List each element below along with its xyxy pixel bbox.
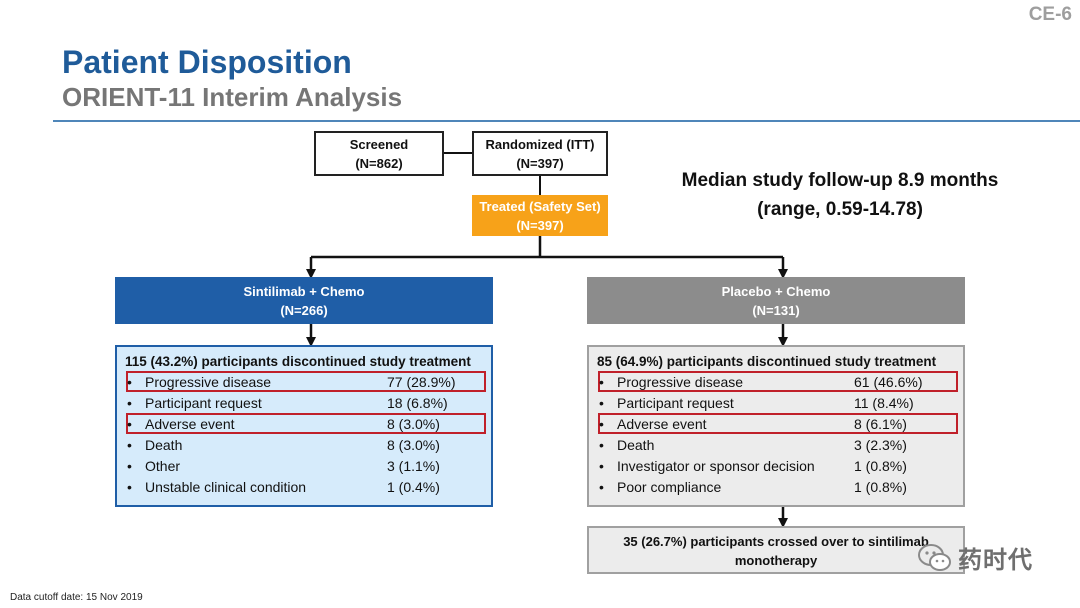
list-item: • Unstable clinical condition 1 (0.4%) [125,477,483,498]
screened-count: (N=862) [355,155,403,171]
reason-label: Unstable clinical condition [145,479,307,495]
reason-value: 3 (2.3%) [854,437,907,453]
reason-label: Progressive disease [145,374,272,390]
reason-value: 8 (3.0%) [387,416,440,432]
watermark-text: 药时代 [958,547,1033,574]
bullet-icon: • [127,479,132,495]
arm-right-label: Placebo + Chemo [721,283,831,299]
wechat-icon [918,543,951,571]
arm-left-highlight-adverse [126,413,486,434]
treated-count: (N=397) [516,217,564,233]
list-item: • Adverse event 8 (6.1%) [597,414,955,435]
treated-label: Treated (Safety Set) [479,198,601,214]
reason-label: Progressive disease [617,374,744,390]
slide-number: CE-6 [1028,4,1072,25]
reason-label: Other [145,458,181,474]
crossover-line2: monotherapy [734,553,818,568]
reason-value: 8 (3.0%) [387,437,440,453]
reason-label: Death [145,437,183,453]
arm-right-count: (N=131) [752,302,800,318]
crossover-line1: 35 (26.7%) participants crossed over to … [623,534,929,549]
list-item: • Death 3 (2.3%) [597,435,955,456]
page-title: Patient Disposition [62,44,352,80]
reason-value: 77 (28.9%) [387,374,456,390]
bullet-icon: • [599,437,604,453]
page-subtitle: ORIENT-11 Interim Analysis [62,82,403,112]
arm-left-count: (N=266) [280,302,328,318]
list-item: • Death 8 (3.0%) [125,435,483,456]
list-item: • Other 3 (1.1%) [125,456,483,477]
bullet-icon: • [599,458,604,474]
arm-left-discontinuation-box: 115 (43.2%) participants discontinued st… [115,345,493,507]
arm-left-discontinuation-header: 115 (43.2%) participants discontinued st… [125,354,471,369]
reason-value: 61 (46.6%) [854,374,923,390]
arm-right-highlight-progressive [598,371,958,392]
arm-right-discontinuation-box: 85 (64.9%) participants discontinued stu… [587,345,965,507]
list-item: • Adverse event 8 (3.0%) [125,414,483,435]
reason-value: 1 (0.4%) [387,479,440,495]
reason-value: 3 (1.1%) [387,458,440,474]
reason-label: Participant request [617,395,734,411]
reason-label: Adverse event [145,416,235,432]
arm-right-highlight-adverse [598,413,958,434]
watermark: 药时代 [918,540,1033,575]
reason-value: 18 (6.8%) [387,395,448,411]
bullet-icon: • [599,479,604,495]
crossover-box: 35 (26.7%) participants crossed over to … [587,526,965,574]
arm-right-box: Placebo + Chemo (N=131) [587,277,965,324]
randomized-count: (N=397) [516,155,564,171]
screened-box: Screened (N=862) [314,131,444,176]
bullet-icon: • [599,395,604,411]
arm-right-discontinuation-header: 85 (64.9%) participants discontinued stu… [597,354,937,369]
bullet-icon: • [127,374,132,390]
bullet-icon: • [127,395,132,411]
arm-left-label: Sintilimab + Chemo [243,283,365,299]
bullet-icon: • [599,416,604,432]
randomized-label: Randomized (ITT) [485,136,595,152]
reason-label: Poor compliance [617,479,722,495]
reason-value: 8 (6.1%) [854,416,907,432]
reason-label: Participant request [145,395,262,411]
randomized-box: Randomized (ITT) (N=397) [472,131,608,176]
arm-left-highlight-progressive [126,371,486,392]
bullet-icon: • [127,458,132,474]
list-item: • Progressive disease 61 (46.6%) [597,372,955,393]
list-item: • Participant request 11 (8.4%) [597,393,955,414]
list-item: • Investigator or sponsor decision 1 (0.… [597,456,955,477]
list-item: • Poor compliance 1 (0.8%) [597,477,955,498]
reason-value: 1 (0.8%) [854,479,907,495]
reason-label: Death [617,437,655,453]
title-divider [53,120,1080,122]
bullet-icon: • [599,374,604,390]
list-item: • Progressive disease 77 (28.9%) [125,372,483,393]
bullet-icon: • [127,437,132,453]
list-item: • Participant request 18 (6.8%) [125,393,483,414]
screened-label: Screened [349,136,409,152]
reason-value: 1 (0.8%) [854,458,907,474]
reason-value: 11 (8.4%) [854,395,914,411]
followup-line1: Median study follow-up 8.9 months [681,170,999,191]
followup-note: Median study follow-up 8.9 months (range… [640,166,1040,224]
reason-label: Investigator or sponsor decision [617,458,815,474]
data-cutoff-footnote: Data cutoff date: 15 Nov 2019 [10,592,143,603]
bullet-icon: • [127,416,132,432]
treated-box: Treated (Safety Set) (N=397) [472,195,608,236]
followup-line2: (range, 0.59-14.78) [757,199,923,220]
arm-left-box: Sintilimab + Chemo (N=266) [115,277,493,324]
reason-label: Adverse event [617,416,707,432]
